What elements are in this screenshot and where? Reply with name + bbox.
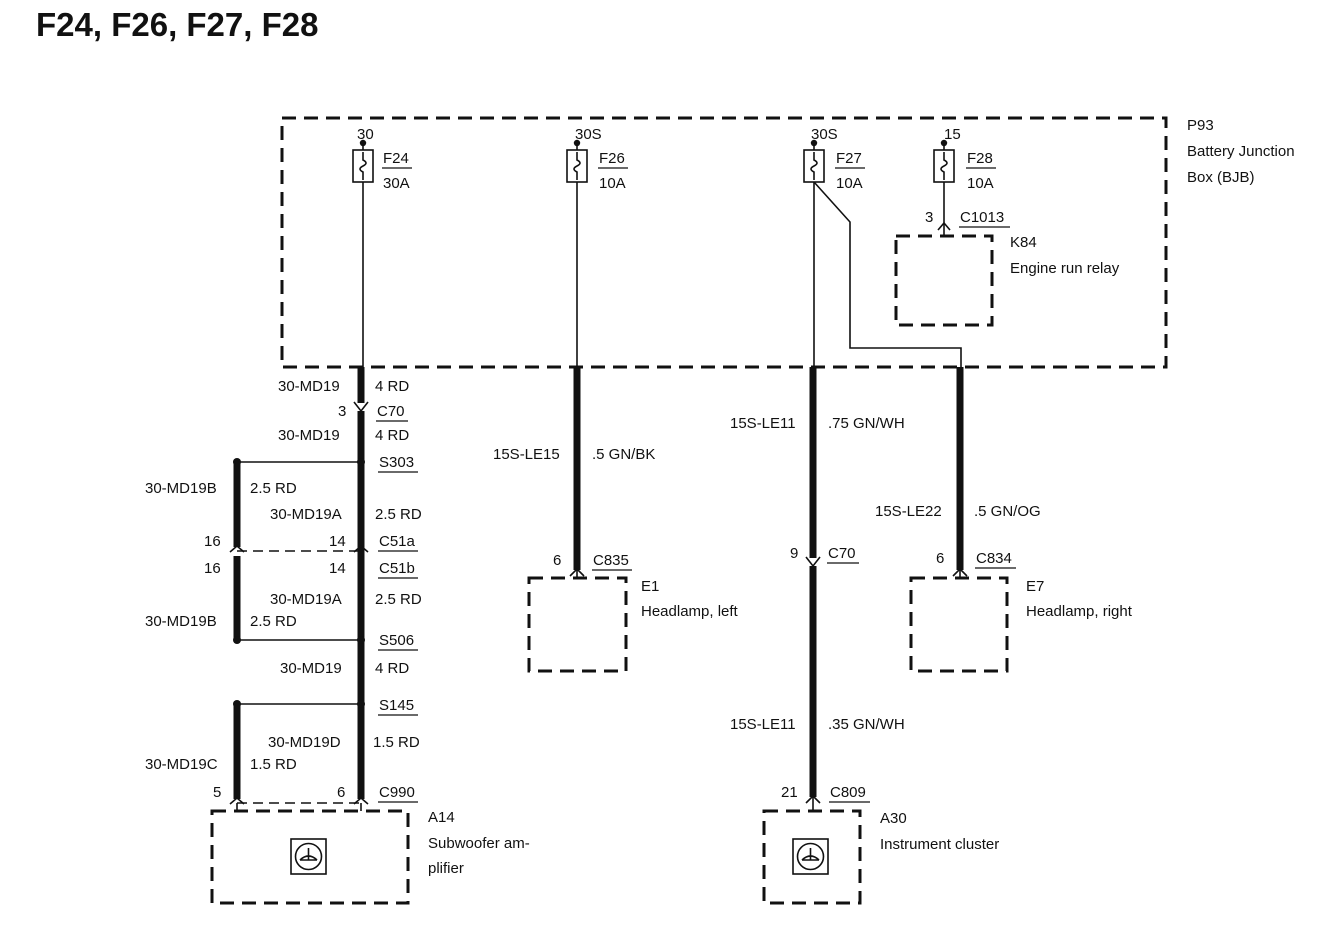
label-s303: S303 (379, 454, 414, 471)
label-c70-pin: 3 (338, 403, 346, 420)
label-size-25rd-a1: 2.5 RD (375, 506, 422, 523)
label-c51b: C51b (379, 560, 415, 577)
relay-id: K84 (1010, 234, 1037, 251)
label-c51b-pin-right: 14 (329, 560, 346, 577)
device-e7-id: E7 (1026, 578, 1044, 595)
label-circuit-15s-le15: 15S-LE15 (493, 446, 560, 463)
device-a30-id: A30 (880, 810, 907, 827)
relay-k84-box (894, 234, 994, 327)
label-circuit-15s-le22: 15S-LE22 (875, 503, 942, 520)
branch-headlamp-right: 15S-LE22 .5 GN/OG 6 C834 E7 Headlamp, ri… (875, 367, 1133, 673)
label-c70: C70 (377, 403, 405, 420)
diagram-title: F24, F26, F27, F28 (36, 6, 318, 43)
label-size-4rd-3: 4 RD (375, 660, 409, 677)
instrument-cluster-box (762, 809, 862, 905)
label-circuit-15s-le11-1: 15S-LE11 (730, 415, 796, 432)
label-size-75-gnwh: .75 GN/WH (828, 415, 905, 432)
label-size-25rd-b2: 2.5 RD (250, 613, 297, 630)
label-circuit-15s-le11-2: 15S-LE11 (730, 716, 796, 733)
label-size-25rd-b1: 2.5 RD (250, 480, 297, 497)
label-circuit-30-md19b-2: 30-MD19B (145, 613, 217, 630)
headlamp-right-box (909, 576, 1009, 673)
label-size-15rd-c: 1.5 RD (250, 756, 297, 773)
label-c51a-pin-right: 14 (329, 533, 346, 550)
fuse-f27-id: F27 (836, 150, 862, 167)
fuse-f28-supply: 15 (944, 126, 961, 143)
label-c51a: C51a (379, 533, 416, 550)
label-size-5-gnbk: .5 GN/BK (592, 446, 655, 463)
device-a30-name: Instrument cluster (880, 836, 999, 853)
bjb-name-line1: Battery Junction (1187, 143, 1295, 160)
label-circuit-30-md19c: 30-MD19C (145, 756, 218, 773)
fuse-f27-supply: 30S (811, 126, 838, 143)
label-size-4rd-2: 4 RD (375, 427, 409, 444)
label-c51a-pin-left: 16 (204, 533, 221, 550)
device-e1-id: E1 (641, 578, 659, 595)
fuse-f26-rating: 10A (599, 175, 626, 192)
fuse-f27: 30S F27 10A (803, 126, 865, 192)
relay-name: Engine run relay (1010, 260, 1120, 277)
label-circuit-30-md19d: 30-MD19D (268, 734, 341, 751)
label-c809: C809 (830, 784, 866, 801)
fuse-f27-rating: 10A (836, 175, 863, 192)
label-c51b-pin-left: 16 (204, 560, 221, 577)
relay-connector: C1013 (960, 209, 1004, 226)
fuse-f28-rating: 10A (967, 175, 994, 192)
label-circuit-30-md19a-1: 30-MD19A (270, 506, 342, 523)
label-s506: S506 (379, 632, 414, 649)
fuse-f24-id: F24 (383, 150, 409, 167)
device-a14-id: A14 (428, 809, 455, 826)
fuse-f24-rating: 30A (383, 175, 410, 192)
device-e1-name: Headlamp, left (641, 603, 739, 620)
headlamp-left-box (527, 576, 628, 673)
label-size-15rd-d: 1.5 RD (373, 734, 420, 751)
wire-f27-to-right-headlamp (813, 181, 962, 367)
fuse-f28: 15 F28 10A (933, 126, 996, 192)
label-circuit-30-md19-1: 30-MD19 (278, 378, 340, 395)
speaker-module-icon (290, 838, 327, 875)
fuse-f26-supply: 30S (575, 126, 602, 143)
label-circuit-30-md19-3: 30-MD19 (280, 660, 342, 677)
label-c834-pin: 6 (936, 550, 944, 567)
device-a14-name-1: Subwoofer am- (428, 835, 530, 852)
fuse-f24-supply: 30 (357, 126, 374, 143)
label-c990-pin-left: 5 (213, 784, 221, 801)
bjb-id: P93 (1187, 117, 1214, 134)
label-size-25rd-a2: 2.5 RD (375, 591, 422, 608)
relay-k84: 3 C1013 K84 Engine run relay (894, 182, 1120, 327)
label-c990: C990 (379, 784, 415, 801)
branch-headlamp-left: 15S-LE15 .5 GN/BK 6 C835 E1 Headlamp, le… (493, 367, 739, 673)
label-c990-pin-right: 6 (337, 784, 345, 801)
fuse-f24: 30 F24 30A (352, 126, 412, 192)
label-circuit-30-md19b-1: 30-MD19B (145, 480, 217, 497)
device-e7-name: Headlamp, right (1026, 603, 1133, 620)
gauge-module-icon (792, 838, 829, 875)
branch-instrument-cluster: 15S-LE11 .75 GN/WH 9 C70 15S-LE11 .35 GN… (730, 367, 999, 905)
fuse-f26-id: F26 (599, 150, 625, 167)
label-size-4rd-1: 4 RD (375, 378, 409, 395)
label-c834: C834 (976, 550, 1012, 567)
label-c835: C835 (593, 552, 629, 569)
fuse-f28-id: F28 (967, 150, 993, 167)
label-circuit-30-md19-2: 30-MD19 (278, 427, 340, 444)
label-c835-pin: 6 (553, 552, 561, 569)
device-a14-name-2: plifier (428, 860, 464, 877)
bjb-name-line2: Box (BJB) (1187, 169, 1255, 186)
label-s145: S145 (379, 697, 414, 714)
battery-junction-box (280, 116, 1168, 369)
label-size-35-gnwh: .35 GN/WH (828, 716, 905, 733)
label-circuit-30-md19a-2: 30-MD19A (270, 591, 342, 608)
relay-pin: 3 (925, 209, 933, 226)
label-c809-pin: 21 (781, 784, 798, 801)
subwoofer-amplifier-box (210, 809, 410, 905)
branch-subwoofer: 30-MD19 4 RD 3 C70 30-MD19 4 RD S303 30-… (145, 367, 530, 905)
label-size-5-gnog: .5 GN/OG (974, 503, 1041, 520)
label-c70-cluster: C70 (828, 545, 856, 562)
label-c70-pin-9: 9 (790, 545, 798, 562)
fuse-f26: 30S F26 10A (566, 126, 628, 192)
